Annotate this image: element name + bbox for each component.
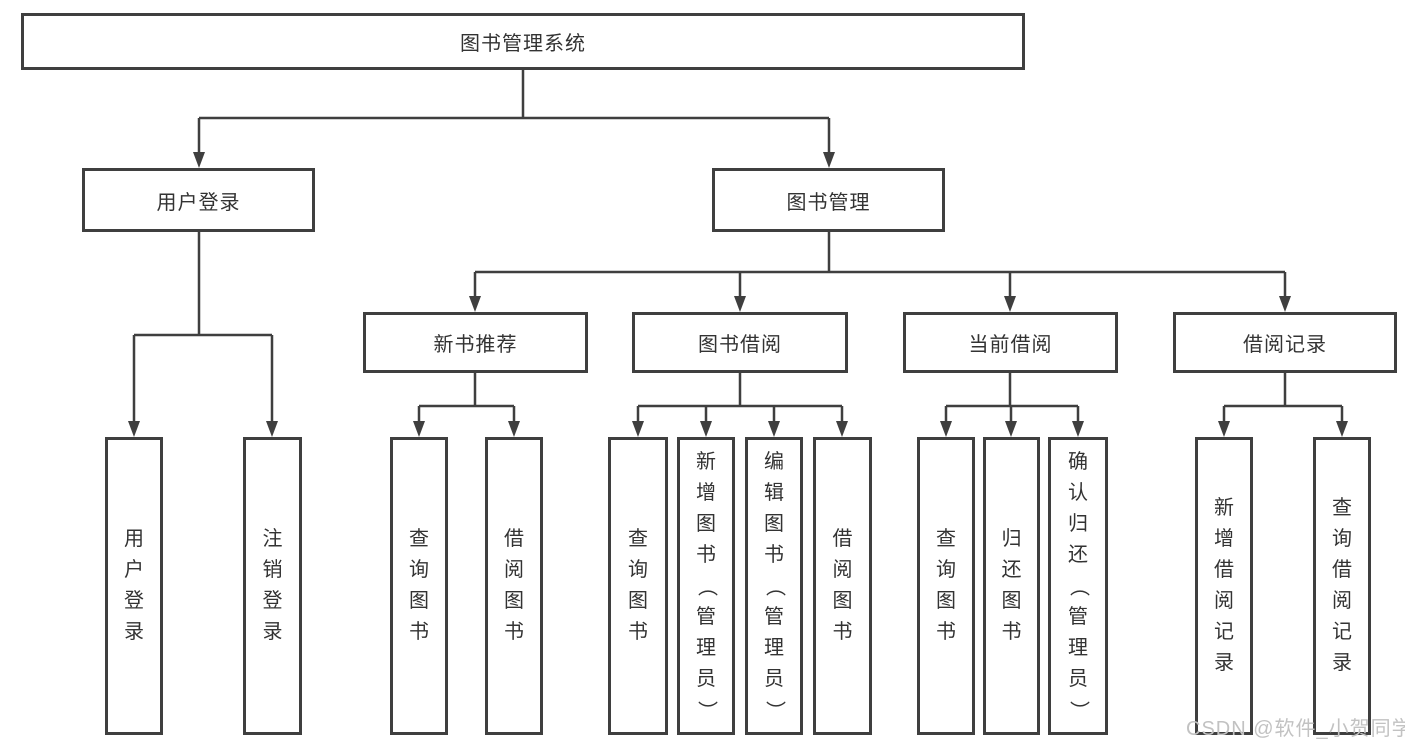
arrowheads xyxy=(128,152,1348,437)
leaf-add-borrow-record-label: 新增借阅记录 xyxy=(1214,497,1234,674)
node-book-borrow: 图书借阅 xyxy=(632,312,848,373)
node-current-borrow-label: 当前借阅 xyxy=(968,334,1053,356)
node-root: 图书管理系统 xyxy=(21,13,1025,70)
node-borrow-records: 借阅记录 xyxy=(1173,312,1397,373)
leaf-confirm-return-admin-label: 确认归还（管理员） xyxy=(1067,450,1090,721)
node-current-borrow: 当前借阅 xyxy=(903,312,1118,373)
leaf-user-login: 用户登录 xyxy=(105,437,163,735)
leaf-borrow-books-2-label: 借阅图书 xyxy=(832,528,853,643)
leaf-query-books-1: 查询图书 xyxy=(390,437,448,735)
leaf-query-books-2: 查询图书 xyxy=(608,437,668,735)
leaf-query-books-2-label: 查询图书 xyxy=(628,528,648,643)
leaf-add-borrow-record: 新增借阅记录 xyxy=(1195,437,1253,735)
leaf-user-login-label: 用户登录 xyxy=(124,528,144,643)
node-book-management: 图书管理 xyxy=(712,168,945,232)
leaf-logout: 注销登录 xyxy=(243,437,302,735)
leaf-edit-books-admin: 编辑图书（管理员） xyxy=(745,437,803,735)
node-root-label: 图书管理系统 xyxy=(460,33,586,55)
leaf-add-books-admin-label: 新增图书（管理员） xyxy=(695,450,718,721)
node-book-management-label: 图书管理 xyxy=(786,191,871,214)
leaf-return-books-label: 归还图书 xyxy=(1001,528,1022,643)
leaf-borrow-books-1: 借阅图书 xyxy=(485,437,543,735)
leaf-query-borrow-record-label: 查询借阅记录 xyxy=(1332,497,1352,674)
node-user-login-label: 用户登录 xyxy=(156,191,241,214)
leaf-edit-books-admin-label: 编辑图书（管理员） xyxy=(763,450,786,721)
node-borrow-records-label: 借阅记录 xyxy=(1243,334,1327,356)
leaf-query-books-3-label: 查询图书 xyxy=(936,528,956,643)
node-new-book-recommend-label: 新书推荐 xyxy=(433,334,518,356)
leaf-query-books-3: 查询图书 xyxy=(917,437,975,735)
leaf-borrow-books-2: 借阅图书 xyxy=(813,437,872,735)
node-book-borrow-label: 图书借阅 xyxy=(698,334,782,356)
leaf-return-books: 归还图书 xyxy=(983,437,1040,735)
leaf-logout-label: 注销登录 xyxy=(262,528,283,643)
leaf-query-books-1-label: 查询图书 xyxy=(409,528,429,643)
node-user-login: 用户登录 xyxy=(82,168,315,232)
leaf-confirm-return-admin: 确认归还（管理员） xyxy=(1048,437,1108,735)
leaf-query-borrow-record: 查询借阅记录 xyxy=(1313,437,1371,735)
node-new-book-recommend: 新书推荐 xyxy=(363,312,588,373)
watermark-text: CSDN @软件_小贺同学 xyxy=(1186,718,1405,740)
leaf-add-books-admin: 新增图书（管理员） xyxy=(677,437,735,735)
leaf-borrow-books-1-label: 借阅图书 xyxy=(504,528,524,643)
